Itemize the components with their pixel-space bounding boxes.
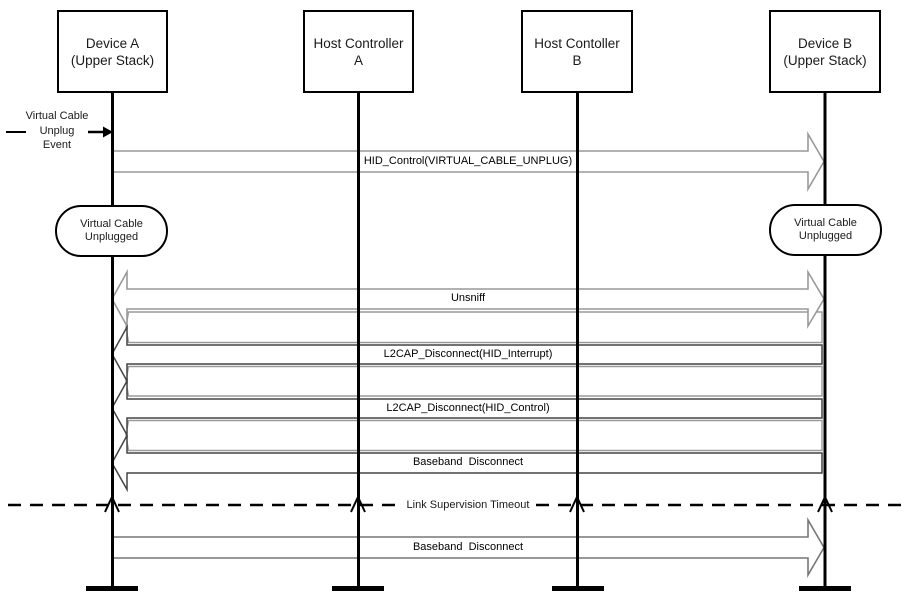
actor-label: Device B bbox=[797, 35, 853, 51]
message-label-baseband-2: Baseband Disconnect bbox=[412, 541, 524, 553]
arrow-l2cap-disconnect-interrupt bbox=[111, 324, 823, 384]
state-oval-device-b: Virtual Cable Unplugged bbox=[769, 204, 882, 256]
terminator-bars bbox=[86, 586, 851, 591]
timeout-up-arrow-device-b bbox=[817, 494, 833, 513]
timeout-label-wrap: Link Supervision Timeout bbox=[118, 498, 818, 512]
actor-label: A bbox=[353, 52, 363, 68]
timeout-label: Link Supervision Timeout bbox=[403, 499, 533, 511]
timeout-up-arrow-host-a bbox=[350, 494, 366, 513]
actor-label: Device A bbox=[85, 35, 140, 51]
actor-label: (Upper Stack) bbox=[783, 52, 867, 68]
event-arrow bbox=[6, 126, 113, 138]
arrow-hid-control-unplug bbox=[111, 131, 825, 192]
oval-label: Virtual Cable bbox=[80, 218, 143, 230]
actor-label: (Upper Stack) bbox=[70, 52, 155, 68]
arrow-l2cap-disconnect-control bbox=[111, 378, 823, 438]
state-oval-device-a: Virtual Cable Unplugged bbox=[55, 205, 168, 257]
event-label-line: Unplug bbox=[39, 124, 75, 137]
actor-box-device-b: Device B (Upper Stack) bbox=[769, 10, 881, 93]
actor-label: Host Controller bbox=[313, 35, 404, 51]
terminator-host-a bbox=[332, 586, 384, 591]
timeout-up-arrow-device-a bbox=[104, 494, 120, 513]
message-label-unsniff: Unsniff bbox=[450, 292, 486, 304]
event-label-line: Event bbox=[42, 139, 72, 151]
event-label: Virtual Cable Unplug Event bbox=[14, 109, 100, 153]
actor-box-host-controller-a: Host Controller A bbox=[303, 10, 414, 93]
arrow-baseband-disconnect-2 bbox=[111, 517, 825, 578]
companion-bands bbox=[125, 311, 823, 452]
response-band-l2cap-interrupt bbox=[125, 365, 823, 397]
terminator-host-b bbox=[552, 586, 604, 591]
actor-label: Host Contoller bbox=[534, 35, 620, 51]
event-label-line: Virtual Cable bbox=[25, 110, 89, 122]
response-band-l2cap-control bbox=[125, 419, 823, 452]
event-arrow-head bbox=[103, 126, 113, 138]
message-label-l2cap-interrupt: L2CAP_Disconnect(HID_Interrupt) bbox=[383, 348, 553, 360]
message-label-baseband-1: Baseband Disconnect bbox=[412, 456, 524, 468]
message-label-hid-control: HID_Control(VIRTUAL_CABLE_UNPLUG) bbox=[363, 155, 573, 167]
oval-label: Unplugged bbox=[798, 230, 853, 242]
message-label-l2cap-control: L2CAP_Disconnect(HID_Control) bbox=[386, 402, 550, 414]
arrow-baseband-disconnect-1 bbox=[111, 435, 823, 493]
terminator-device-a bbox=[86, 586, 138, 591]
timeout-up-arrow-host-b bbox=[569, 494, 585, 513]
response-band-unsniff bbox=[125, 311, 823, 344]
actor-box-device-a: Device A (Upper Stack) bbox=[57, 10, 168, 93]
actor-box-host-controller-b: Host Contoller B bbox=[521, 10, 633, 93]
actor-label: B bbox=[572, 52, 582, 68]
oval-label: Virtual Cable bbox=[794, 217, 857, 229]
oval-label: Unplugged bbox=[84, 231, 139, 243]
terminator-device-b bbox=[799, 586, 851, 591]
